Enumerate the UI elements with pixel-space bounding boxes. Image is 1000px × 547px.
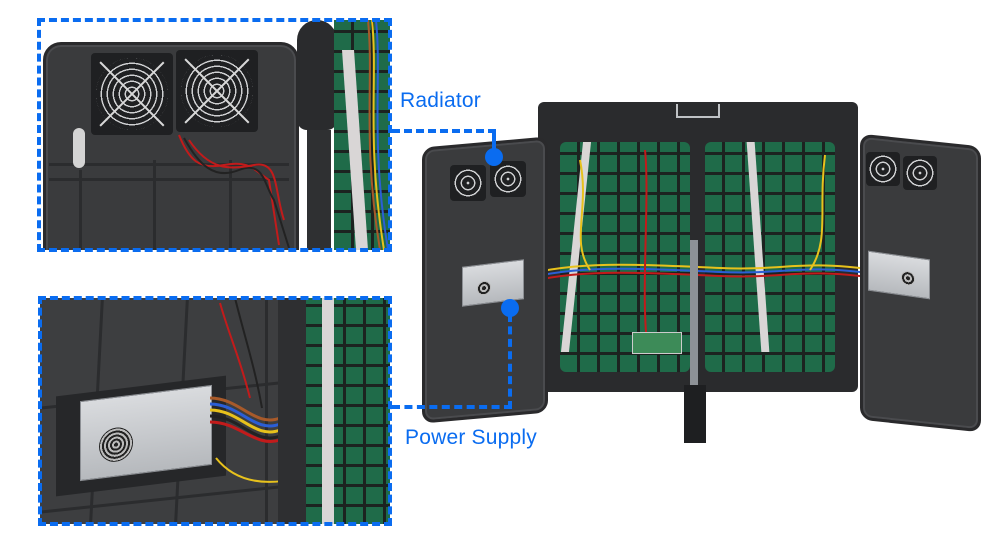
cooling-fan-right [176,50,258,132]
cooling-fan-left [91,53,173,135]
fan-wiring [178,134,290,249]
power-supply-marker-dot [501,299,519,317]
cabinet-handle [676,104,720,118]
power-supply-inset-photo [40,298,390,524]
radiator-inset-photo [39,20,390,250]
door-hinge [297,20,337,130]
right-door-fan-1 [866,152,900,186]
receiving-card [632,332,682,354]
cabinet-stand [690,240,698,420]
ribbon-cable [322,298,334,524]
cabinet-wiring [524,149,891,351]
left-door-fan-2 [490,161,526,197]
radiator-connector-vertical [492,129,496,151]
power-supply-label: Power Supply [405,426,537,449]
power-supply-connector-horizontal [392,405,512,409]
door-latch [73,128,85,168]
right-door-fan-2 [903,156,937,190]
right-door-power-supply [868,250,930,300]
led-modules [306,298,390,524]
power-supply-connector-vertical [508,314,512,409]
cabinet-photo [420,100,985,445]
radiator-connector-horizontal [392,129,496,133]
led-module-panel-right [705,142,835,372]
led-modules [334,20,390,250]
radiator-marker-dot [485,148,503,166]
radiator-label: Radiator [400,89,481,112]
left-door-fan-1 [450,165,486,201]
